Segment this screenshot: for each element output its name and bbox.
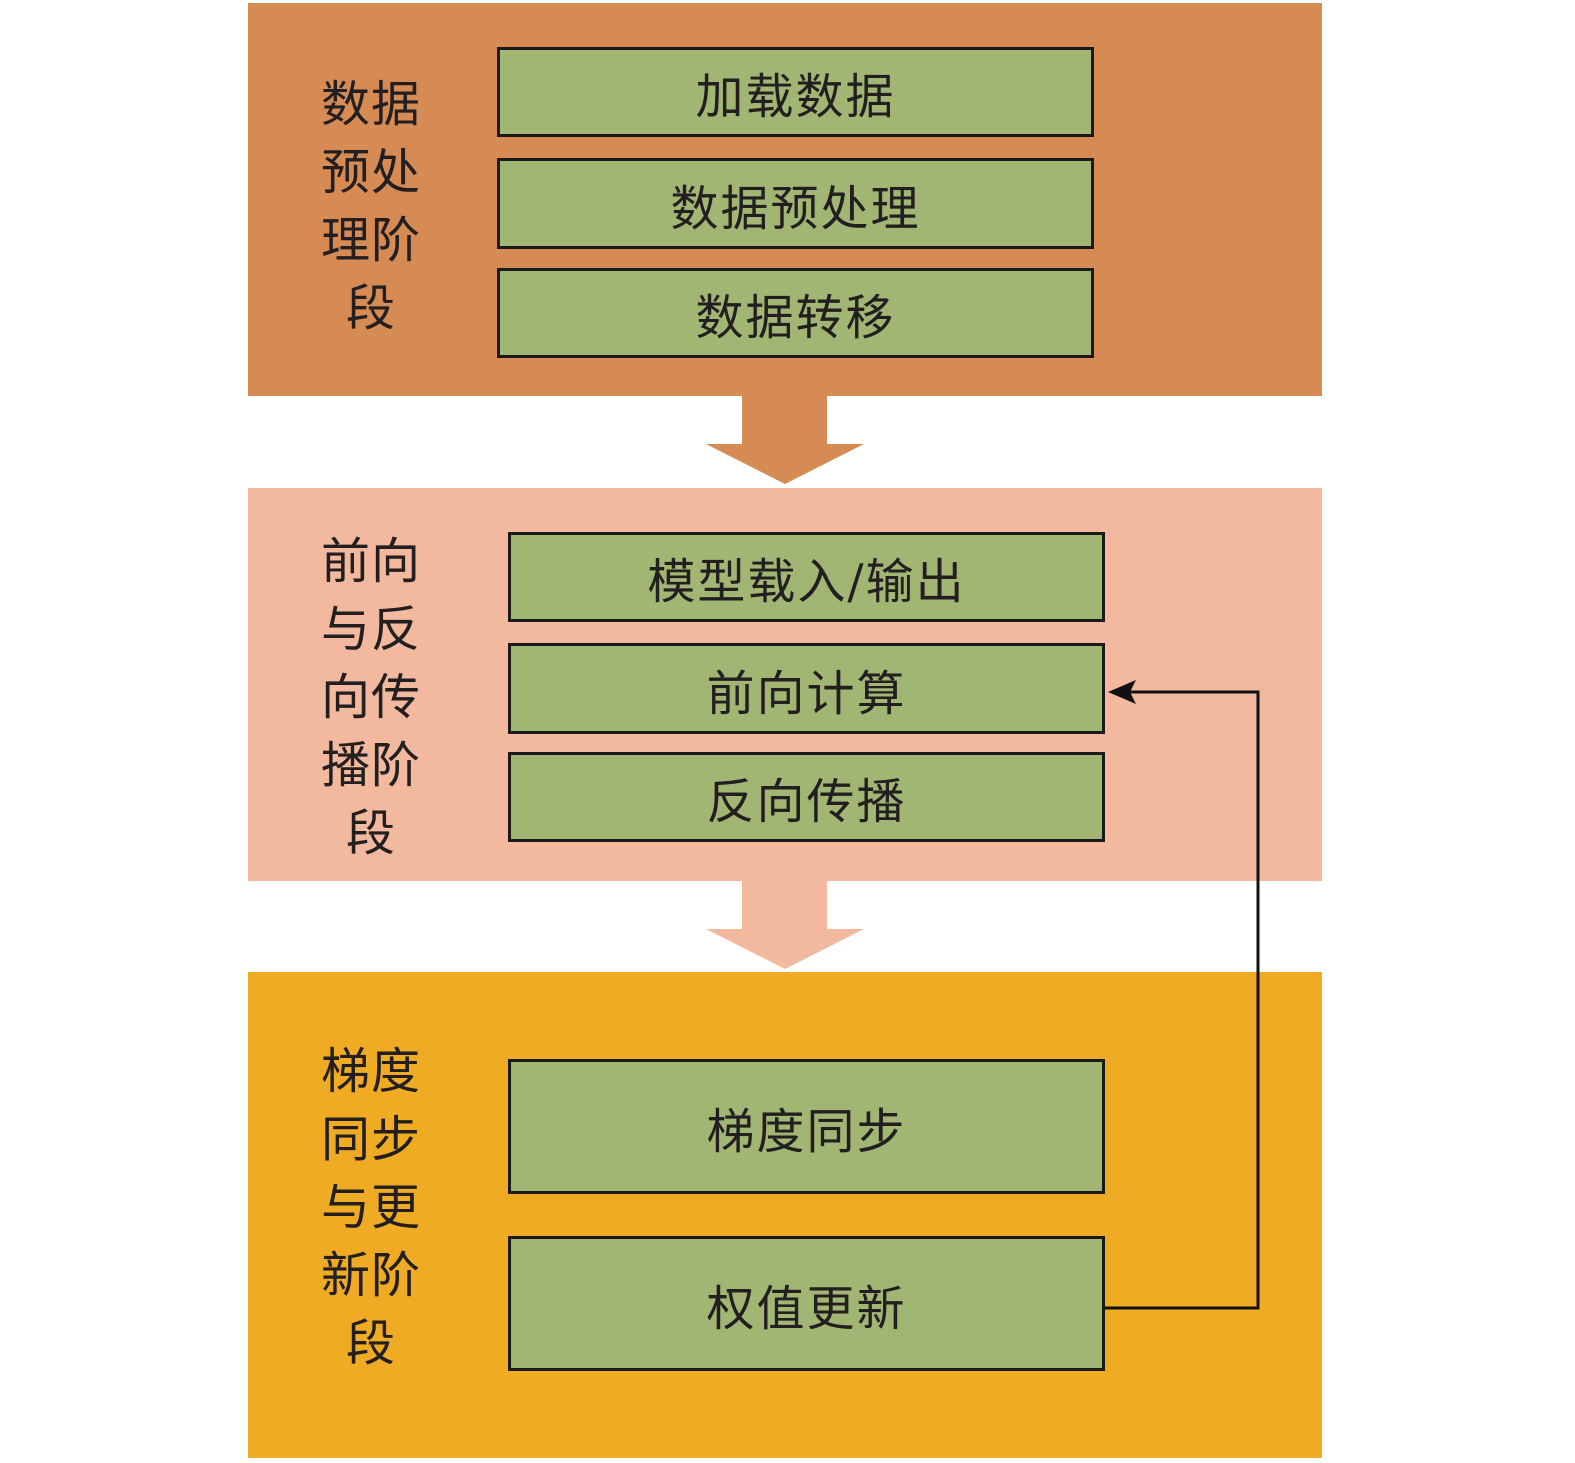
step-gradient-sync: 梯度同步 (508, 1059, 1105, 1194)
step-weight-update: 权值更新 (508, 1236, 1105, 1371)
step-backward-propagation: 反向传播 (508, 752, 1105, 842)
stage-label: 前向与反向传播阶段 (320, 533, 421, 862)
stage-transition-arrow-2 (706, 881, 864, 969)
step-data-preprocess: 数据预处理 (497, 158, 1094, 249)
step-model-io: 模型载入/输出 (508, 532, 1105, 622)
step-data-transfer: 数据转移 (497, 268, 1094, 358)
stage-label: 梯度同步与更新阶段 (320, 1043, 421, 1372)
step-load-data: 加载数据 (497, 47, 1094, 137)
stage-label: 数据预处理阶段 (320, 76, 421, 337)
stage-transition-arrow-1 (706, 396, 864, 484)
stage-gradient-sync-update: 梯度同步与更新阶段 (248, 972, 1322, 1458)
step-forward-compute: 前向计算 (508, 643, 1105, 734)
